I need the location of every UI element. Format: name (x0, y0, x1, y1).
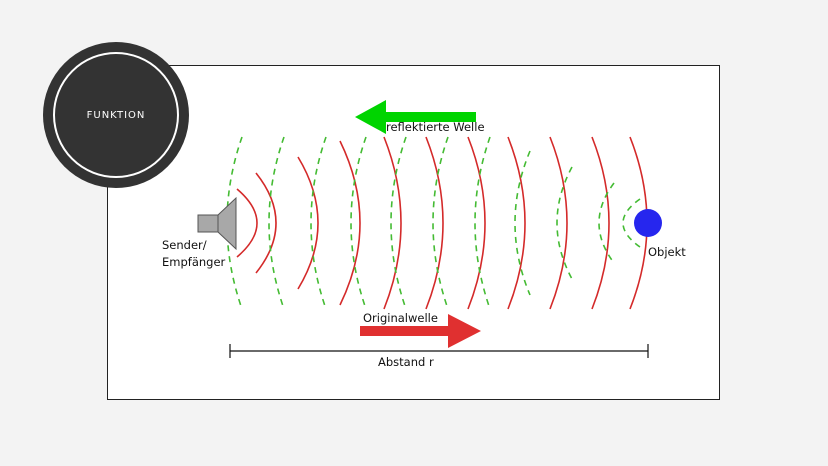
original-wave-front (467, 136, 486, 310)
original-wave-front (549, 136, 568, 310)
speaker-icon (197, 196, 237, 251)
original-arrow (360, 314, 481, 348)
distance-line (229, 344, 649, 358)
reflected-wave-front (598, 182, 615, 264)
function-badge: FUNKTION (43, 42, 189, 188)
original-wave-label: Originalwelle (363, 311, 438, 325)
original-wave-front (297, 156, 319, 290)
original-wave-fronts (236, 136, 648, 310)
original-wave-front (383, 136, 402, 310)
object-circle (634, 209, 662, 237)
reflected-wave-label: reflektierte Welle (386, 120, 485, 134)
distance-label: Abstand r (378, 355, 434, 369)
original-wave-front (236, 188, 258, 258)
reflected-arrow (355, 100, 476, 134)
reflected-wave-front (350, 136, 367, 310)
sender-label-line1: Sender/ (162, 238, 207, 252)
reflected-wave-front (556, 166, 573, 280)
original-wave-front (591, 136, 610, 310)
sender-label-line2: Empfänger (162, 255, 226, 269)
original-wave-front (507, 136, 526, 310)
badge-label: FUNKTION (86, 109, 146, 121)
original-wave-front (339, 140, 361, 306)
badge-ring: FUNKTION (53, 52, 179, 178)
original-wave-front (425, 136, 444, 310)
original-wave-front (255, 172, 277, 274)
reflected-wave-front (514, 150, 531, 296)
object-label: Objekt (648, 245, 686, 259)
reflected-wave-fronts (226, 136, 641, 310)
